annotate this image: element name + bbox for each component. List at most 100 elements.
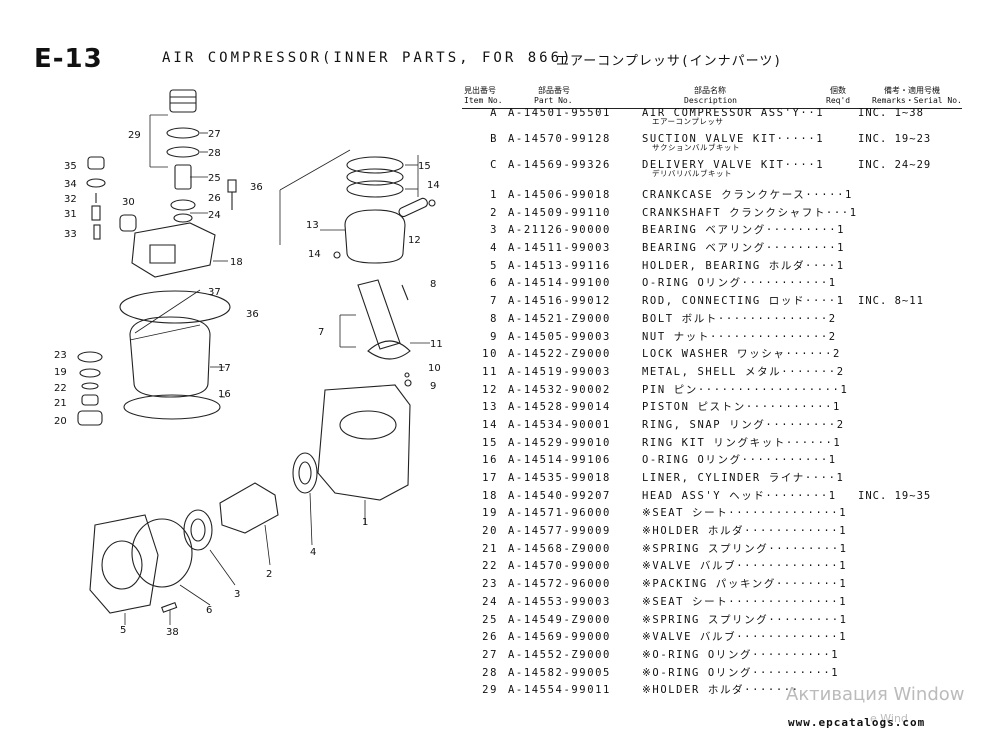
item-number: 9	[490, 330, 498, 343]
connecting-rod-drawing	[357, 279, 411, 360]
part-number: A-14569-99326	[508, 159, 611, 171]
piston-rings-drawing	[333, 156, 436, 264]
item-number: 18	[482, 489, 498, 502]
part-number: A-14532-90002	[508, 383, 611, 396]
item-number: 29	[482, 684, 498, 697]
svg-text:14: 14	[308, 249, 321, 260]
part-number: A-14572-96000	[508, 578, 611, 591]
description: CRANKSHAFT クランクシャフト···1	[642, 206, 858, 219]
part-number: A-14511-99003	[508, 242, 611, 255]
svg-text:35: 35	[64, 161, 77, 172]
item-number: 4	[490, 242, 498, 255]
item-number: A	[490, 107, 498, 119]
description: ※HOLDER ホルダ············1	[642, 525, 848, 538]
svg-text:9: 9	[430, 381, 436, 392]
site-url: www.epcatalogs.com	[788, 716, 926, 729]
description: SUCTION VALVE KIT·····1	[642, 133, 825, 145]
part-number: A-14534-90001	[508, 418, 611, 431]
description: ※O-RING Oリング··········1	[642, 648, 840, 661]
svg-text:2: 2	[266, 569, 272, 580]
svg-text:31: 31	[64, 209, 77, 220]
item-number: 13	[482, 401, 498, 414]
item-number: 28	[482, 666, 498, 679]
item-number: 1	[490, 189, 498, 201]
item-number: 11	[482, 365, 498, 378]
description: ※SEAT シート··············1	[642, 507, 848, 520]
parts-table: 見出番号 Item No. 部品番号 Part No. 部品名称 Descrip…	[462, 84, 962, 700]
description: NUT ナット···············2	[642, 330, 837, 343]
part-number: A-14569-99000	[508, 631, 611, 644]
description: METAL, SHELL メタル·······2	[642, 365, 845, 378]
head-assembly-drawing	[131, 222, 216, 278]
part-number: A-14535-99018	[508, 472, 611, 484]
part-number: A-14577-99009	[508, 525, 611, 538]
description: HEAD ASS'Y ヘッド········1	[642, 489, 837, 502]
part-number: A-14516-99012	[508, 295, 611, 308]
table-row: 23 A-14572-96000 ※PACKING パッキング········1	[462, 576, 962, 594]
svg-text:28: 28	[208, 148, 221, 159]
bearing-holder-drawing	[89, 514, 159, 614]
item-number: 22	[482, 560, 498, 573]
part-number: A-14568-Z9000	[508, 542, 611, 555]
description: RING, SNAP リング·········2	[642, 418, 845, 431]
item-number: 6	[490, 277, 498, 290]
description: ※VALVE バルブ·············1	[642, 631, 848, 644]
part-number: A-14506-99018	[508, 189, 611, 201]
item-number: 25	[482, 613, 498, 626]
part-number: A-14553-99003	[508, 595, 611, 608]
svg-text:24: 24	[208, 210, 221, 221]
remarks: INC. 1~38	[858, 107, 924, 119]
svg-text:17: 17	[218, 363, 231, 374]
description: ※SPRING スプリング·········1	[642, 542, 848, 555]
description-japanese: サクションバルブキット	[652, 143, 740, 152]
svg-text:15: 15	[418, 161, 431, 172]
item-number: 23	[482, 578, 498, 591]
part-number: A-14522-Z9000	[508, 348, 611, 361]
item-number: 12	[482, 383, 498, 396]
item-number: 24	[482, 595, 498, 608]
svg-text:14: 14	[427, 180, 440, 191]
svg-text:36: 36	[250, 182, 263, 193]
svg-text:34: 34	[64, 179, 77, 190]
description: CRANKCASE クランクケース·····1	[642, 189, 853, 201]
svg-text:13: 13	[306, 220, 319, 231]
svg-text:38: 38	[166, 627, 179, 638]
svg-text:23: 23	[54, 350, 67, 361]
callout-29: 29	[128, 130, 141, 141]
svg-text:36: 36	[246, 309, 259, 320]
description-japanese: エアーコンプレッサ	[652, 117, 724, 126]
watermark-fragment: e Wind	[870, 712, 908, 725]
page-title-japanese: エアーコンプレッサ(インナパーツ)	[556, 54, 783, 69]
svg-text:33: 33	[64, 229, 77, 240]
part-number: A-14554-99011	[508, 684, 611, 697]
part-number: A-14514-99106	[508, 454, 611, 467]
description: ※PACKING パッキング········1	[642, 578, 848, 591]
part-number: A-14505-99003	[508, 330, 611, 343]
svg-text:11: 11	[430, 339, 443, 350]
description-japanese: デリバリバルブキット	[652, 169, 732, 178]
part-number: A-21126-90000	[508, 224, 611, 237]
description: ※VALVE バルブ·············1	[642, 560, 848, 573]
description: BOLT ボルト··············2	[642, 312, 837, 325]
part-number: A-14552-Z9000	[508, 648, 611, 661]
table-row: 9 A-14505-99003 NUT ナット···············2	[462, 329, 962, 347]
svg-text:8: 8	[430, 279, 436, 290]
